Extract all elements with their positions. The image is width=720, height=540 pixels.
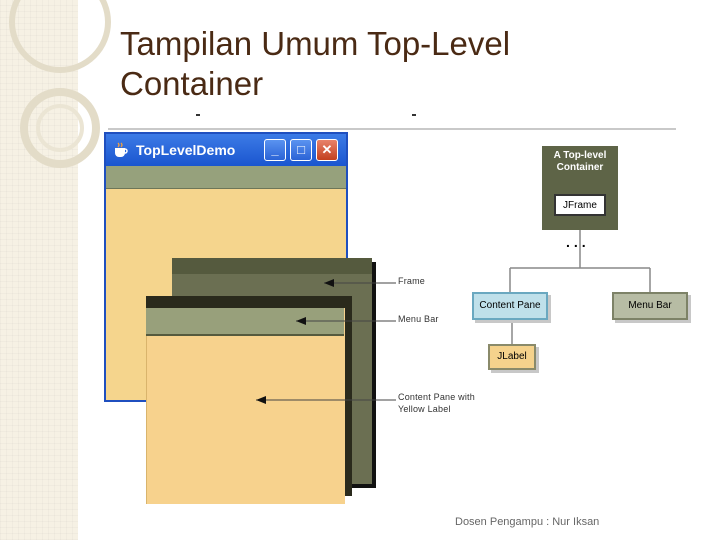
top-level-container-node: A Top-level Container [542,146,618,230]
divider-tick [196,114,200,116]
divider-tick [412,114,416,116]
top-level-label-1: A Top-level [553,150,607,161]
jlabel-node: JLabel [488,344,536,370]
title-line-2: Container [120,65,264,102]
menu-bar-node: Menu Bar [612,292,688,320]
content-pane-node: Content Pane [472,292,548,320]
minimize-icon[interactable]: _ [264,139,286,161]
java-cup-icon [115,142,128,157]
close-icon[interactable]: ✕ [316,139,338,161]
jframe-node: JFrame [554,194,606,216]
window-menubar [106,166,346,189]
title-divider [108,128,676,130]
footer-credit: Dosen Pengampu : Nur Iksan [455,516,600,528]
callout-content-pane-line2: Yellow Label [398,404,451,414]
menubar-layer [146,308,344,336]
decorative-circles [9,0,111,168]
content-pane-layer [146,308,345,504]
callout-content-pane: Content Pane with [398,392,475,402]
title-line-1: Tampilan Umum Top-Level [120,25,511,62]
maximize-icon[interactable]: □ [290,139,312,161]
slide-title: Tampilan Umum Top-Level Container [120,24,680,104]
top-level-label-2: Container [556,162,604,173]
hierarchy-ellipsis: ... [566,234,590,250]
callout-frame: Frame [398,276,426,286]
window-titlebar: TopLevelDemo _ □ ✕ [106,134,346,166]
window-title: TopLevelDemo [136,142,236,158]
callout-menu-bar: Menu Bar [398,314,439,324]
